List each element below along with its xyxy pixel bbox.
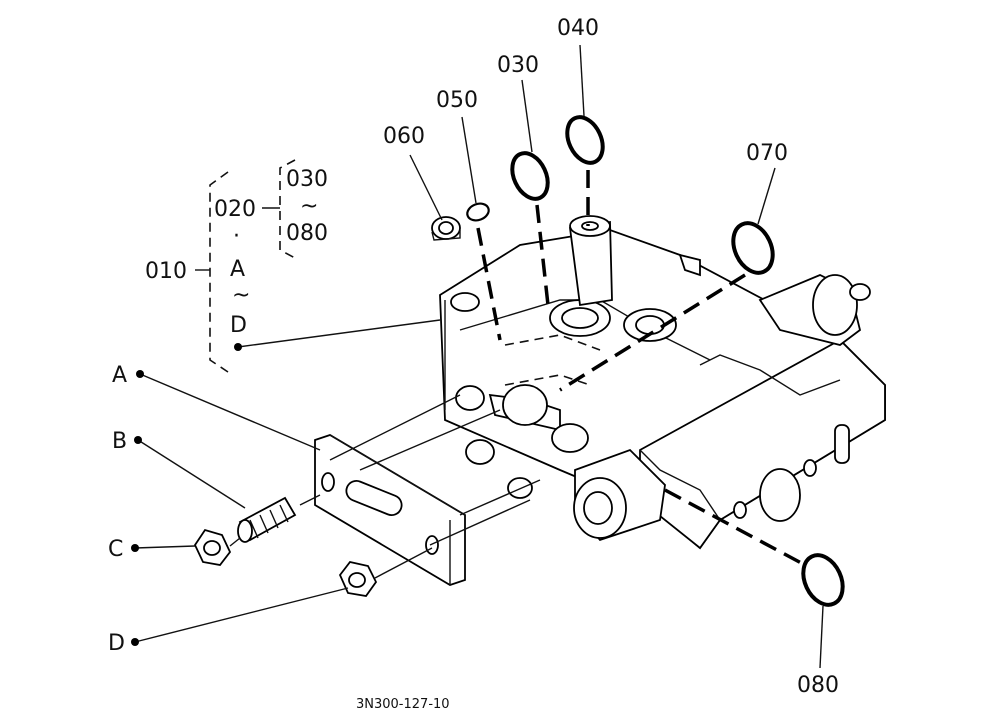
leader-010 — [237, 319, 441, 348]
leader-dot-d — [131, 638, 139, 646]
callout-030: 030 — [497, 53, 539, 78]
leader-dot-010 — [234, 343, 242, 351]
leader-040 — [579, 44, 585, 117]
leader-dot-a — [136, 370, 144, 378]
letter-a: A — [112, 363, 127, 388]
callout-020: 020 — [214, 197, 256, 222]
explode-line-2 — [359, 409, 501, 471]
letter-c: C — [108, 537, 123, 562]
explode-line-5 — [299, 494, 321, 506]
leader-030 — [521, 79, 533, 153]
valve-body — [439, 215, 886, 550]
leader-dot-b — [134, 436, 142, 444]
letter-b: B — [112, 429, 127, 454]
o-ring-050 — [466, 202, 490, 222]
callout-050: 050 — [436, 88, 478, 113]
explode-line-1 — [329, 394, 461, 461]
leader-c — [134, 545, 196, 549]
o-ring-080 — [801, 553, 845, 607]
drawing-code: 3N300-127-10 — [356, 697, 450, 712]
callout-080: 080 — [797, 673, 839, 698]
leader-060 — [409, 154, 443, 221]
callout-040: 040 — [557, 16, 599, 41]
leader-d — [134, 587, 349, 643]
stud-bolt — [237, 496, 297, 543]
axis-030 — [535, 204, 550, 306]
o-ring-070 — [731, 221, 775, 275]
washer-060 — [431, 216, 461, 241]
o-ring-040 — [565, 115, 605, 165]
callout-010: 010 — [145, 259, 187, 284]
nut-c — [193, 528, 232, 566]
bracket-d: D — [230, 313, 247, 338]
bracket-tilde: ~ — [232, 283, 250, 308]
outer-bracket — [209, 171, 229, 373]
explode-line-3 — [429, 499, 531, 546]
explode-line-6 — [229, 537, 241, 547]
nut-d — [338, 560, 378, 597]
bracket-dot: · — [233, 224, 240, 249]
explode-line-7 — [374, 547, 433, 579]
letter-d: D — [108, 631, 125, 656]
leader-050 — [461, 116, 477, 204]
o-ring-030 — [510, 151, 550, 201]
explode-line-4 — [459, 479, 541, 516]
leader-080 — [819, 605, 824, 669]
callout-070: 070 — [746, 141, 788, 166]
bracket-inner-top: 030 — [286, 167, 328, 192]
inner-bracket — [279, 159, 296, 259]
leader-a — [139, 373, 321, 451]
bracket-inner-bottom: 080 — [286, 221, 328, 246]
callout-060: 060 — [383, 124, 425, 149]
leader-b — [137, 439, 246, 509]
bracket-a: A — [230, 257, 245, 282]
axis-050 — [476, 227, 502, 341]
bracket-inner-tilde: ~ — [300, 194, 318, 219]
leader-dot-c — [131, 544, 139, 552]
axis-070 — [559, 273, 746, 392]
leader-070 — [757, 167, 776, 225]
